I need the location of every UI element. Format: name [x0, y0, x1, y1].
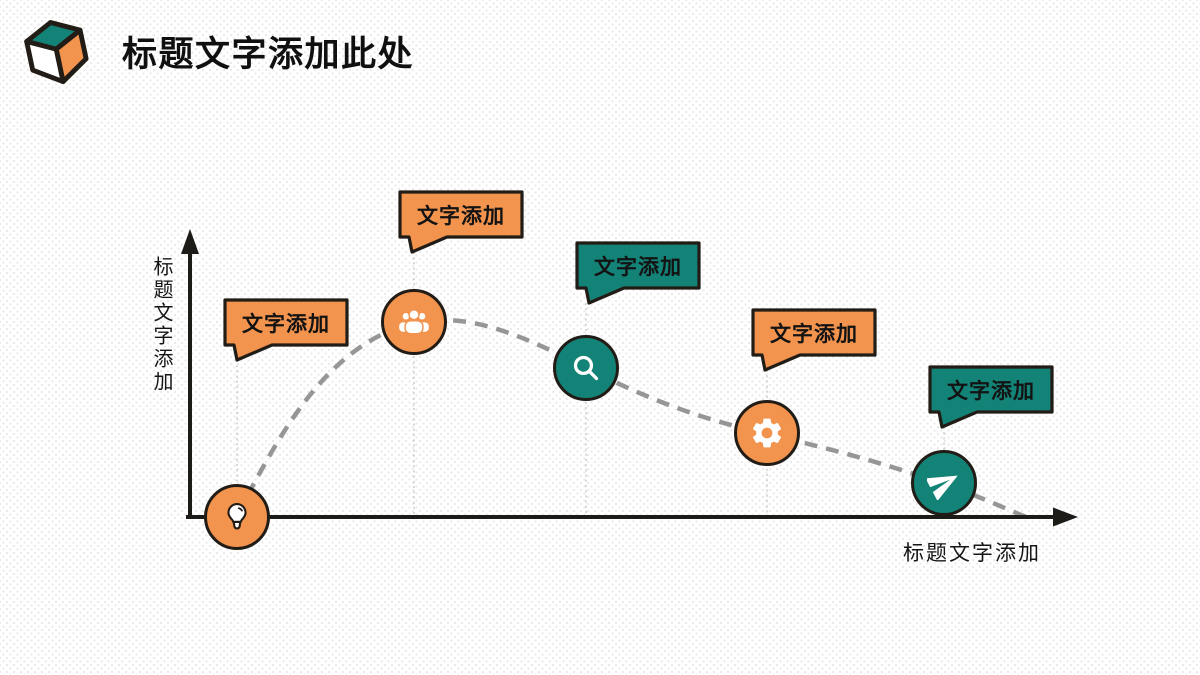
- node-search: [553, 335, 619, 401]
- slide-title: 标题文字添加此处: [122, 35, 415, 75]
- search-icon: [573, 355, 599, 381]
- paper-plane-icon: [927, 475, 958, 500]
- y-axis-label: 标题文字添加: [150, 256, 174, 394]
- x-axis-label: 标题文字添加: [903, 541, 1041, 565]
- callout-bubble: [223, 298, 349, 362]
- callout-bubble: [751, 308, 877, 372]
- callout-4: 文字添加: [750, 307, 878, 373]
- y-axis: [181, 229, 199, 519]
- callout-3: 文字添加: [574, 240, 702, 306]
- people-icon: [397, 309, 431, 335]
- node-paper-plane: [911, 450, 977, 516]
- cube-logo: [24, 20, 89, 85]
- node-lightbulb: [204, 484, 270, 550]
- callout-label: 文字添加: [947, 378, 1035, 403]
- node-people: [381, 289, 447, 355]
- callout-2: 文字添加: [397, 189, 525, 255]
- callout-bubble: [575, 241, 701, 305]
- callout-label: 文字添加: [417, 203, 505, 228]
- cube-left-face: [24, 39, 66, 85]
- callout-label: 文字添加: [770, 321, 858, 346]
- trend-curve: [235, 317, 1027, 520]
- callout-label: 文字添加: [242, 311, 330, 336]
- lightbulb-icon: [227, 503, 247, 530]
- callout-bubble: [928, 365, 1054, 429]
- callout-label: 文字添加: [594, 254, 682, 279]
- node-gear: [734, 400, 800, 466]
- x-axis: [186, 507, 1078, 527]
- callout-bubble: [398, 190, 524, 254]
- callout-1: 文字添加: [222, 297, 350, 363]
- gear-icon: [752, 418, 782, 448]
- callout-5: 文字添加: [927, 364, 1055, 430]
